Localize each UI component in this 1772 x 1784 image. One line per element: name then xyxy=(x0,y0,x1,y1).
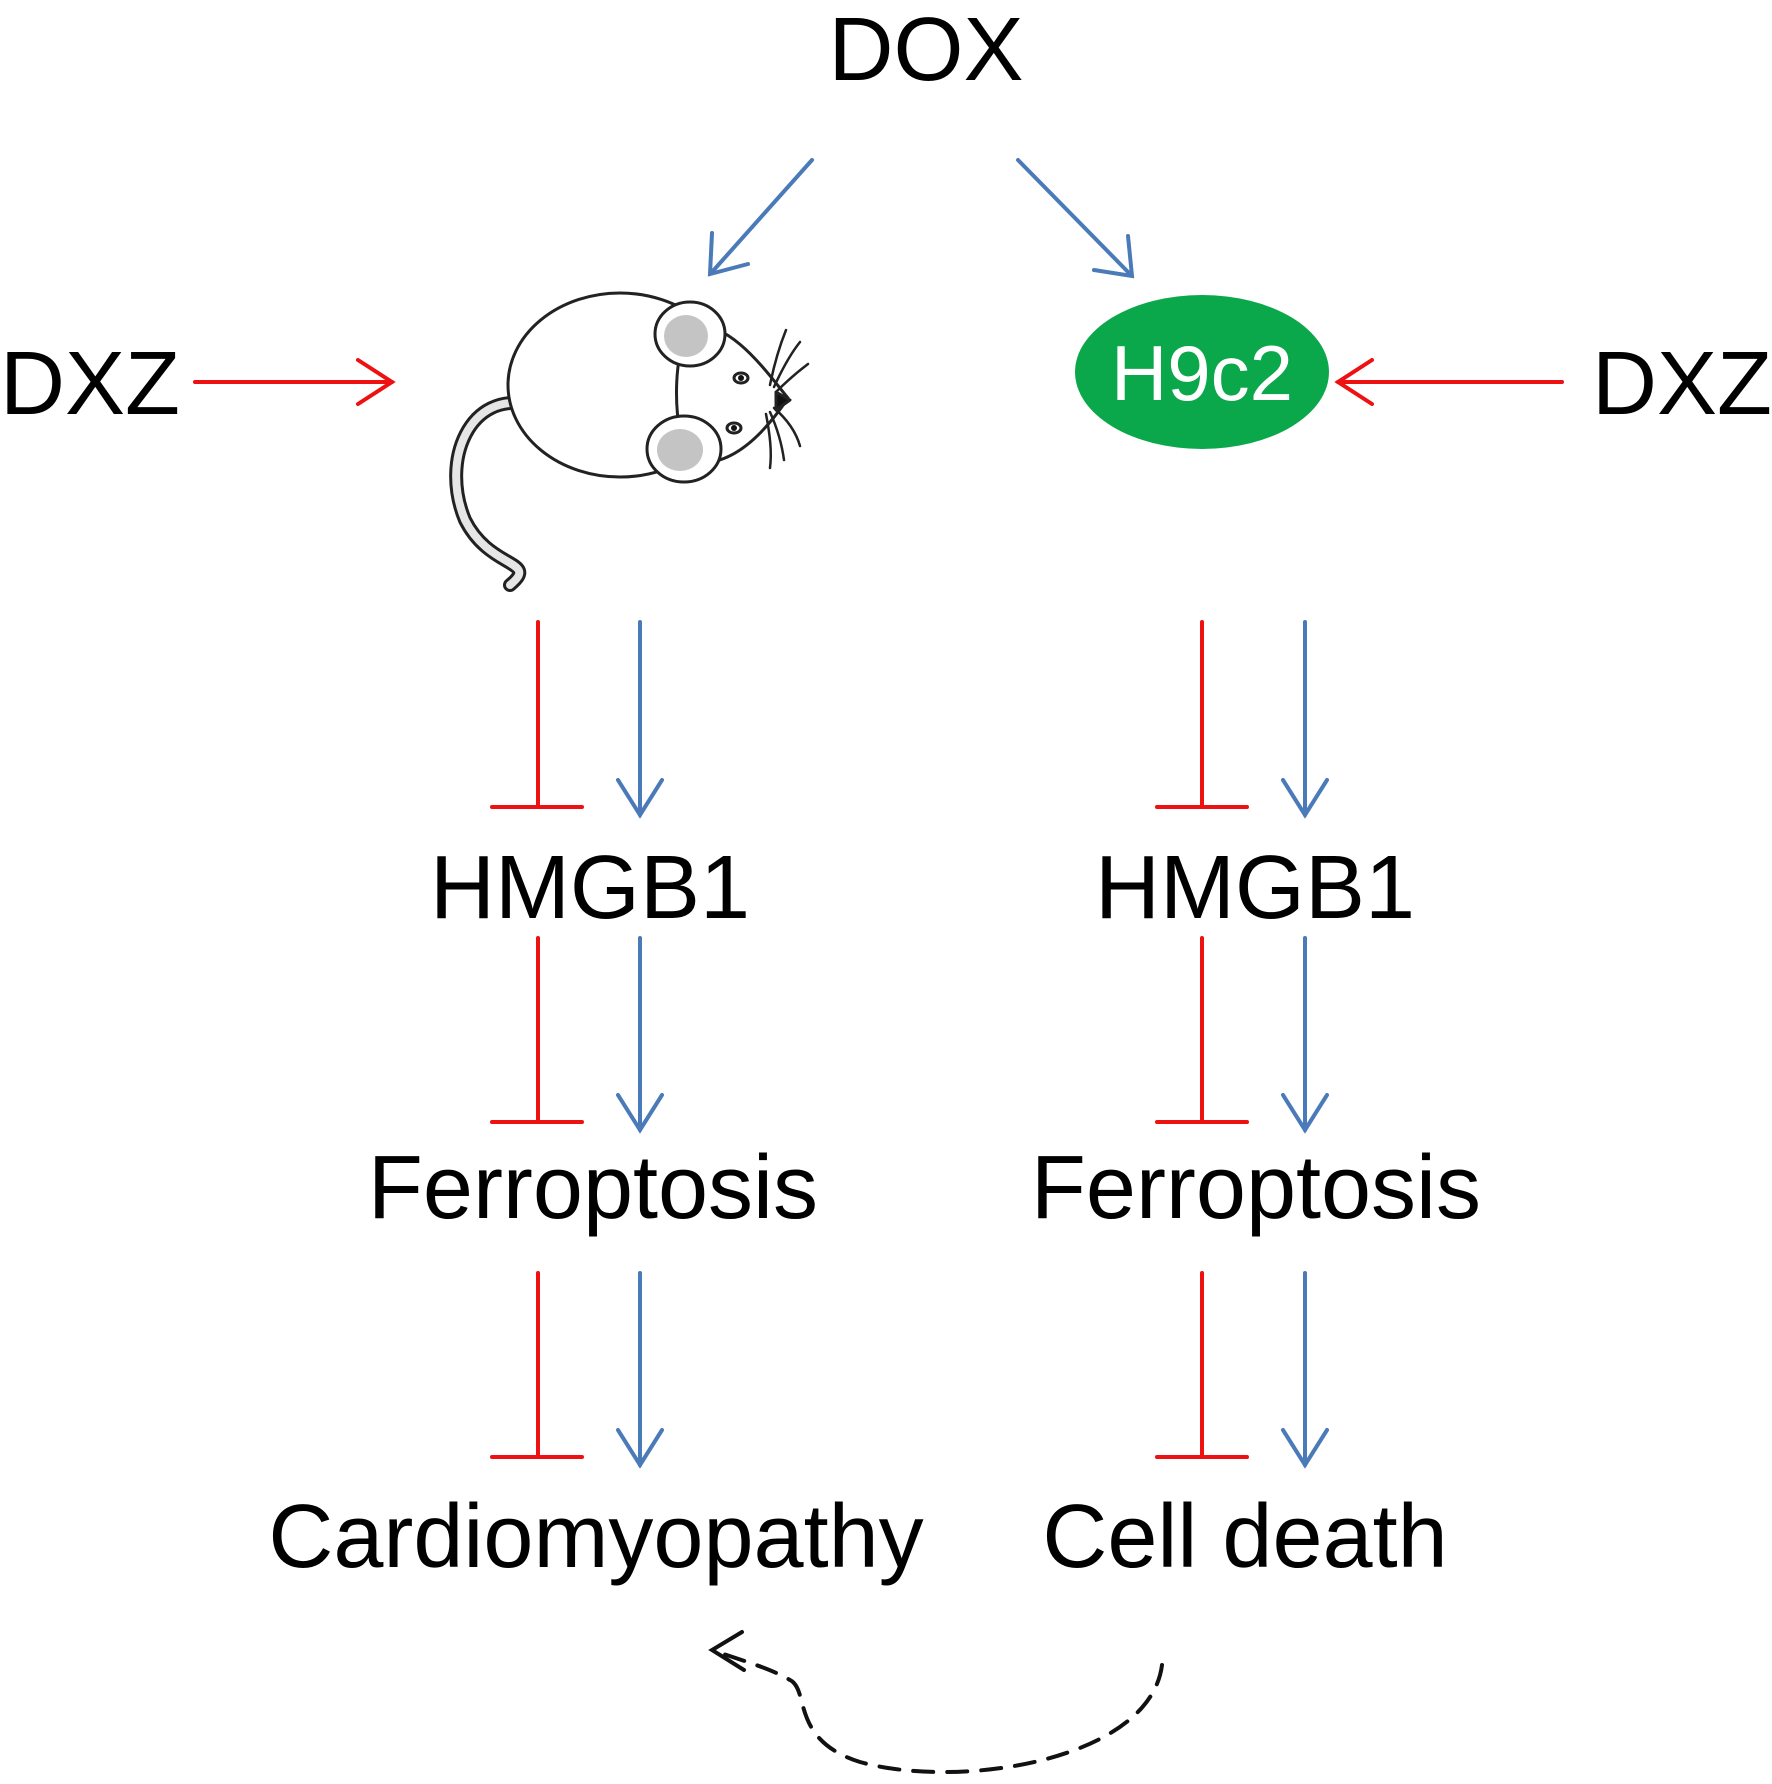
right-hmgb1-label: HMGB1 xyxy=(1095,838,1415,938)
left-inhibit-to-ferroptosis xyxy=(490,936,584,1124)
dxz-left-to-mouse-arrow xyxy=(193,358,396,406)
mouse-icon xyxy=(449,291,810,592)
left-hmgb1-label: HMGB1 xyxy=(430,838,750,938)
right-inhibit-to-hmgb1 xyxy=(1155,620,1249,809)
dox-to-cell-arrow xyxy=(1016,158,1135,279)
left-inhibit-to-hmgb1 xyxy=(490,620,584,809)
right-promote-to-cell-death xyxy=(1281,1271,1329,1469)
dxz-left-label: DXZ xyxy=(0,334,180,434)
dox-to-mouse-arrow xyxy=(707,158,814,277)
right-ferroptosis-label: Ferroptosis xyxy=(1031,1138,1481,1238)
right-inhibit-to-ferroptosis xyxy=(1155,936,1249,1124)
left-promote-to-hmgb1 xyxy=(616,620,664,819)
left-promote-to-cardiomyopathy xyxy=(616,1271,664,1469)
dxz-right-label: DXZ xyxy=(1592,334,1772,434)
left-ferroptosis-label: Ferroptosis xyxy=(368,1138,818,1238)
h9c2-label: H9c2 xyxy=(1111,329,1293,417)
right-promote-to-hmgb1 xyxy=(1281,620,1329,819)
dox-label: DOX xyxy=(828,0,1023,100)
right-promote-to-ferroptosis xyxy=(1281,936,1329,1134)
left-cardiomyopathy-label: Cardiomyopathy xyxy=(268,1487,923,1587)
dashed-feedback-arrow xyxy=(708,1630,1164,1775)
right-inhibit-to-cell-death xyxy=(1155,1271,1249,1459)
left-promote-to-ferroptosis xyxy=(616,936,664,1134)
dxz-right-to-cell-arrow xyxy=(1334,358,1564,406)
right-cell-death-label: Cell death xyxy=(1042,1487,1447,1587)
h9c2-cell: H9c2 xyxy=(1075,295,1329,449)
left-inhibit-to-cardiomyopathy xyxy=(490,1271,584,1459)
